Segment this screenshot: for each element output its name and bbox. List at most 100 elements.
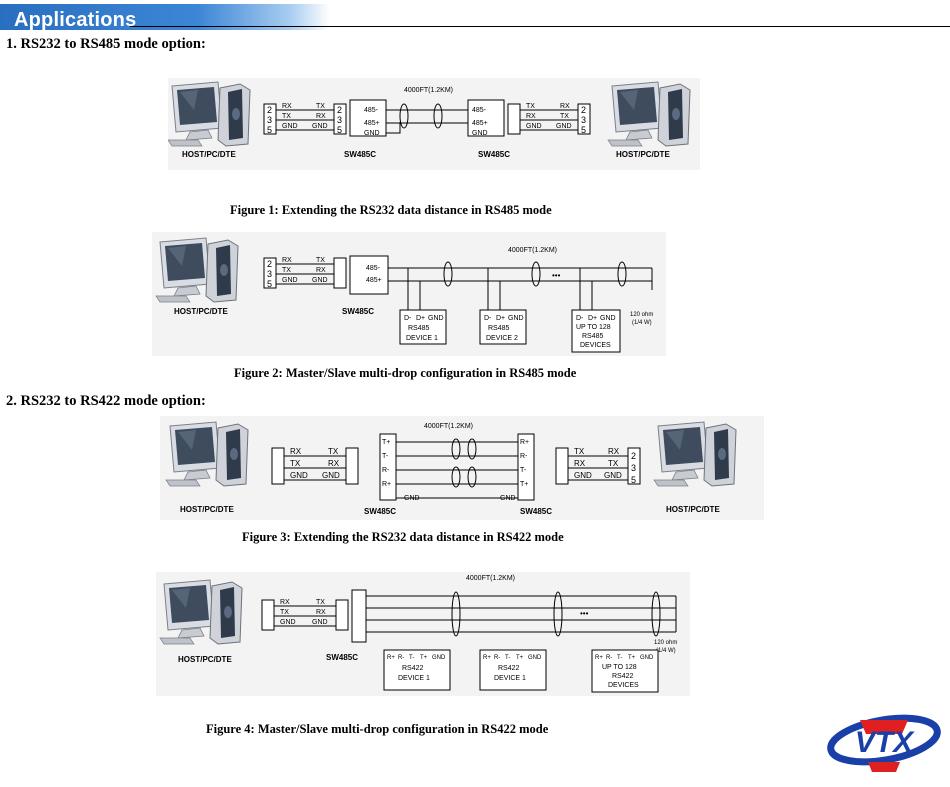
host-pc-icon (159, 579, 243, 645)
gnd-label: GND (574, 471, 592, 480)
tx-label: TX (280, 609, 289, 616)
pin-label: 5 (581, 125, 586, 135)
tx-label: TX (574, 447, 585, 456)
gnd-label: GND (640, 655, 654, 661)
resistor-label: 120 ohm (654, 640, 677, 646)
vtx-logo: VTX (824, 700, 944, 781)
port-label: 485+ (472, 120, 488, 127)
host-label: HOST/PC/DTE (180, 505, 234, 514)
port-label: D- (484, 315, 492, 322)
port-label: D+ (416, 315, 425, 322)
pin-label: 3 (337, 115, 342, 125)
gnd-label: GND (404, 495, 420, 502)
rx-label: RX (574, 459, 586, 468)
port-label: R- (606, 655, 612, 661)
host-pc-left-icon (168, 81, 251, 147)
port-label: T- (505, 655, 510, 661)
rx-label: RX (328, 459, 340, 468)
gnd-label: GND (282, 277, 298, 284)
tx-label: TX (526, 103, 535, 110)
gnd-label: GND (282, 123, 298, 130)
gnd-label: GND (472, 130, 488, 137)
port-label: R- (520, 453, 528, 460)
section-heading-rs422: 2. RS232 to RS422 mode option: (6, 393, 206, 409)
host-pc-right-icon (607, 81, 691, 147)
gnd-label: GND (526, 123, 542, 130)
gnd-label: GND (528, 655, 542, 661)
distance-label: 4000FT(1.2KM) (424, 423, 473, 430)
port-label: R- (382, 467, 390, 474)
device-label: DEVICE 1 (494, 675, 526, 682)
gnd-label: GND (364, 130, 380, 137)
pin-label: 2 (631, 451, 636, 461)
figure-3-caption: Figure 3: Extending the RS232 data dista… (242, 530, 564, 544)
device-type-label: RS485 (408, 325, 430, 332)
pin-label: 2 (267, 259, 272, 269)
resistor-rating: (1/4 W) (632, 320, 652, 326)
figure-1-caption: Figure 1: Extending the RS232 data dista… (230, 203, 552, 217)
page-title: Applications (14, 9, 137, 31)
tx-label: TX (282, 113, 291, 120)
port-label: T+ (520, 481, 528, 488)
device-label: DEVICES (608, 682, 639, 689)
header-rule (130, 26, 950, 27)
converter-label: SW485C (364, 507, 396, 516)
pin-label: 2 (267, 105, 272, 115)
tx-label: TX (316, 103, 325, 110)
port-label: 485- (364, 107, 379, 114)
figure-1-diagram: HOST/PC/DTE 2 3 5 RX TX TX RX GND GND 2 3 5… (168, 78, 700, 170)
host-pc-icon (155, 237, 239, 303)
gnd-label: GND (280, 619, 296, 626)
gnd-label: GND (322, 471, 340, 480)
rx-label: RX (316, 267, 326, 274)
figure-4-caption: Figure 4: Master/Slave multi-drop config… (206, 722, 549, 736)
gnd-label: GND (290, 471, 308, 480)
device-label: DEVICE 2 (486, 335, 518, 342)
port-label: R- (494, 655, 500, 661)
pin-label: 2 (581, 105, 586, 115)
host-label: HOST/PC/DTE (182, 150, 236, 159)
device-type-label: RS485 (488, 325, 510, 332)
figure-2-caption: Figure 2: Master/Slave multi-drop config… (234, 366, 577, 380)
rx-label: RX (282, 257, 292, 264)
port-label: R+ (382, 481, 391, 488)
port-label: D+ (496, 315, 505, 322)
tx-label: TX (608, 459, 619, 468)
distance-label: 4000FT(1.2KM) (404, 87, 453, 94)
resistor-rating: (1/4 W) (656, 648, 676, 654)
tx-label: TX (560, 113, 569, 120)
rx-label: RX (316, 113, 326, 120)
rx-label: RX (280, 599, 290, 606)
pin-label: 5 (267, 279, 272, 289)
pin-label: 5 (337, 125, 342, 135)
section-heading-rs485: 1. RS232 to RS485 mode option: (6, 36, 206, 52)
converter-label: SW485C (520, 507, 552, 516)
host-label: HOST/PC/DTE (174, 307, 228, 316)
continuation-dots: ••• (552, 271, 561, 280)
device-label: DEVICE 1 (406, 335, 438, 342)
port-label: R+ (595, 655, 603, 661)
port-label: R+ (483, 655, 491, 661)
port-label: R- (398, 655, 404, 661)
port-label: T+ (382, 439, 390, 446)
rx-label: RX (290, 447, 302, 456)
pin-label: 3 (581, 115, 586, 125)
converter-label: SW485C (326, 653, 358, 662)
host-pc-left-icon (165, 421, 249, 487)
device-count-label: UP TO 128 (602, 664, 637, 671)
device-type-label: RS422 (402, 665, 424, 672)
tx-label: TX (290, 459, 301, 468)
port-label: T+ (628, 655, 636, 661)
port-label: T+ (516, 655, 524, 661)
tx-label: TX (328, 447, 339, 456)
pin-label: 2 (337, 105, 342, 115)
rx-label: RX (608, 447, 620, 456)
port-label: R+ (387, 655, 395, 661)
device-label: DEVICE 1 (398, 675, 430, 682)
distance-label: 4000FT(1.2KM) (508, 247, 557, 254)
rx-label: RX (526, 113, 536, 120)
port-label: T- (617, 655, 622, 661)
pin-label: 3 (267, 269, 272, 279)
tx-label: TX (316, 257, 325, 264)
